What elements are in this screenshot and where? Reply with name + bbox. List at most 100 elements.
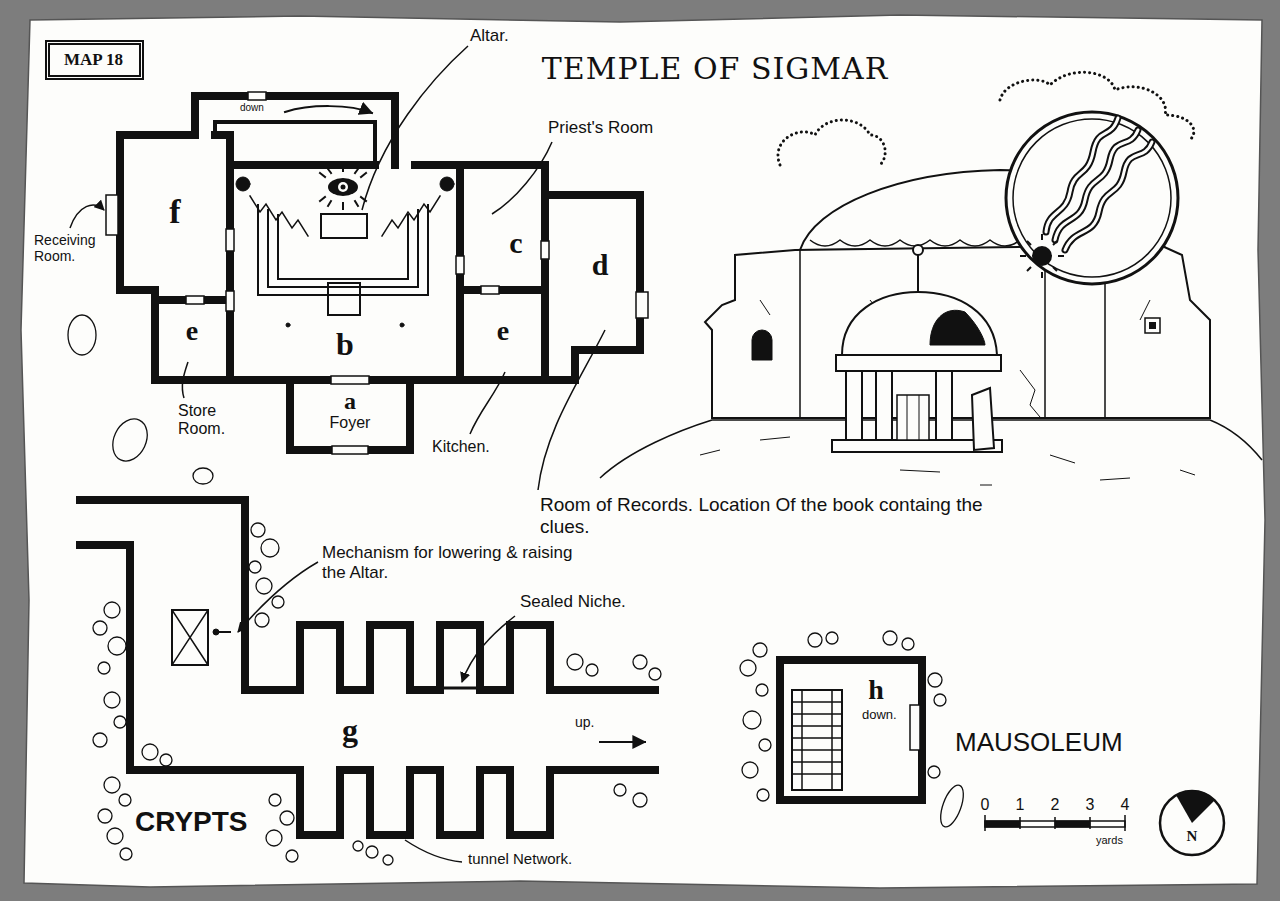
map-art	[633, 655, 647, 669]
map-art	[280, 811, 294, 825]
door	[106, 92, 648, 454]
comet-head	[1032, 246, 1052, 266]
callout-note: tunnel Network.	[468, 850, 572, 867]
callout-note: Priest's Room	[548, 118, 653, 138]
map-art	[567, 654, 583, 670]
stair-note: up.	[575, 714, 594, 730]
map-art	[107, 828, 123, 844]
door	[106, 195, 118, 235]
room-letter: h	[868, 674, 884, 706]
hill	[600, 420, 1262, 478]
map-art	[98, 662, 110, 674]
door	[910, 705, 920, 750]
column	[846, 370, 862, 440]
map-art	[272, 596, 284, 608]
comet-emblem	[1006, 112, 1178, 284]
mechanism	[172, 610, 208, 665]
emblem-ring	[1013, 119, 1171, 277]
leader-line	[492, 142, 552, 214]
stairs	[792, 690, 842, 790]
stair-note: down	[240, 102, 264, 114]
scale-number: 4	[1121, 796, 1130, 814]
map-art	[826, 632, 838, 644]
area-name: MAUSOLEUM	[955, 728, 1123, 758]
room-letter: a	[344, 388, 356, 416]
window	[1149, 322, 1156, 329]
door	[636, 292, 648, 318]
comet-rays	[1020, 234, 1064, 278]
marker-dot	[400, 323, 404, 327]
window	[752, 330, 772, 360]
stair-note: down.	[862, 708, 897, 723]
door	[186, 296, 204, 304]
broken-pillar	[972, 388, 994, 450]
room-letter: d	[592, 248, 609, 283]
mausoleum-wall	[780, 660, 922, 800]
crypt-wall	[80, 545, 655, 835]
portico-dome	[842, 292, 997, 355]
map-art	[757, 789, 769, 801]
compass-letter: N	[1187, 828, 1198, 845]
door	[226, 291, 234, 311]
map-art	[68, 315, 96, 355]
emblem-ring	[1006, 112, 1178, 284]
curtain	[250, 196, 308, 236]
stairs	[792, 690, 842, 790]
finial	[917, 255, 919, 292]
eye-symbol	[341, 185, 346, 190]
compass	[1160, 791, 1224, 855]
map-art	[753, 643, 767, 657]
comet-tail	[1065, 142, 1152, 250]
scale-number: 3	[1086, 796, 1095, 814]
map-art	[193, 468, 213, 484]
map-number: MAP 18	[64, 50, 125, 70]
leader-line	[362, 46, 468, 210]
door	[897, 395, 929, 440]
map-art	[936, 782, 968, 830]
map-art	[104, 692, 120, 708]
map-art	[928, 673, 942, 687]
map-art	[251, 523, 265, 537]
room-letter: e	[186, 315, 198, 347]
cracks	[760, 300, 1150, 417]
mausoleum-plan	[780, 660, 922, 800]
map-art	[808, 633, 822, 647]
altar-steps	[258, 205, 428, 295]
temple-plan	[106, 92, 648, 454]
scale-unit: yards	[1096, 834, 1123, 847]
map-art	[902, 638, 914, 650]
map-art	[883, 631, 897, 645]
leader-line	[538, 330, 605, 490]
scale-bar	[985, 815, 1125, 831]
callout-note: Altar.	[470, 26, 509, 46]
eye-symbol	[338, 182, 348, 192]
eye-symbol	[328, 178, 358, 196]
comet-tail	[1065, 142, 1152, 250]
compass	[1160, 791, 1224, 855]
callout-note: Room of Records. Location Of the book co…	[540, 494, 1010, 538]
map-art	[256, 578, 272, 594]
map-art	[114, 716, 126, 728]
door	[481, 286, 499, 294]
map-title: TEMPLE OF SIGMAR	[542, 52, 888, 87]
map-art	[104, 602, 120, 618]
room-letter: b	[336, 326, 354, 363]
door	[456, 256, 464, 274]
comet-tail	[1046, 118, 1118, 232]
finial	[913, 245, 923, 255]
map-art	[740, 660, 756, 676]
callout-note: Store Room.	[178, 402, 258, 439]
sealed-niche-wall	[444, 687, 476, 690]
door	[332, 446, 368, 454]
map-art	[120, 848, 132, 860]
eye-rays	[320, 168, 366, 209]
temple-wall	[120, 96, 640, 450]
map-art	[142, 744, 158, 760]
scale-ticks	[985, 815, 1125, 831]
comet-tail	[1046, 118, 1118, 232]
scale-number: 0	[981, 796, 990, 814]
cloud	[778, 120, 885, 165]
curtain	[382, 196, 440, 236]
